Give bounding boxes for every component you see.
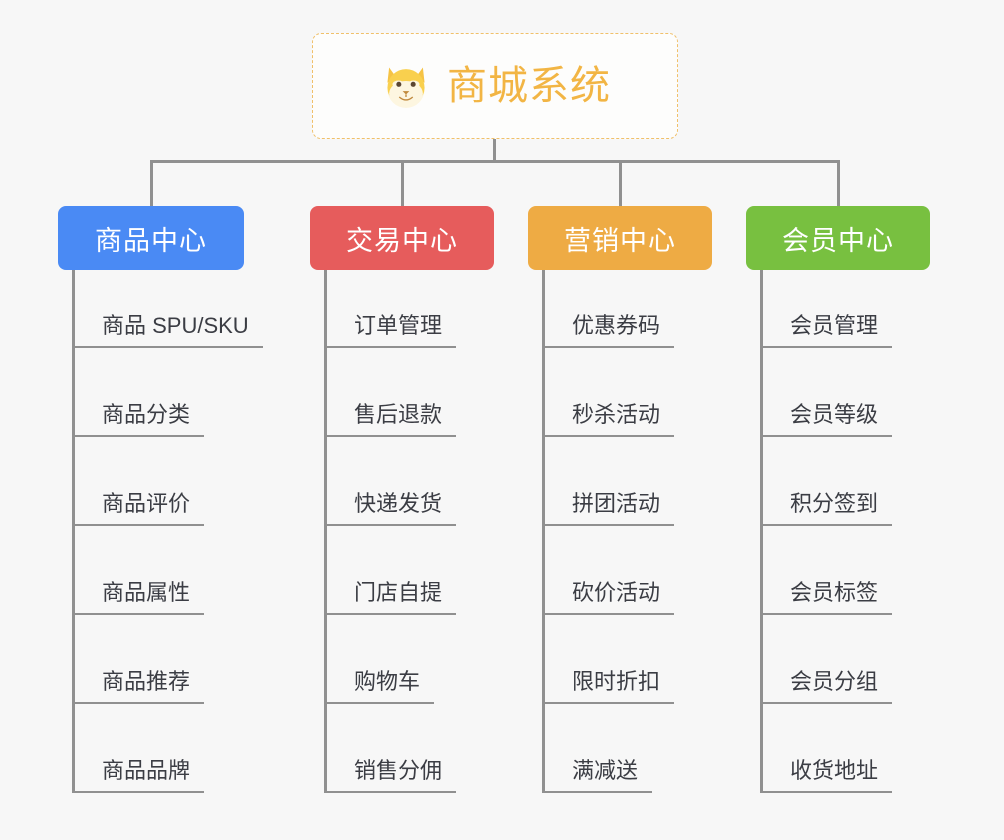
leaf-item-label: 订单管理 (324, 315, 457, 348)
leaf-item[interactable]: 会员管理 (760, 315, 893, 348)
leaf-item-label: 满减送 (542, 760, 653, 793)
category-header-label: 营销中心 (564, 225, 676, 256)
leaf-item-label: 商品推荐 (72, 671, 205, 704)
leaf-item[interactable]: 限时折扣 (542, 671, 675, 704)
leaf-item[interactable]: 商品评价 (72, 493, 205, 526)
leaf-item[interactable]: 销售分佣 (324, 760, 457, 793)
leaf-item-label: 快递发货 (324, 493, 457, 526)
leaf-item-label: 购物车 (324, 671, 435, 704)
leaf-item-label: 门店自提 (324, 582, 457, 615)
leaf-item[interactable]: 商品分类 (72, 404, 205, 437)
category-trunk-0 (72, 270, 75, 793)
leaf-item[interactable]: 售后退款 (324, 404, 457, 437)
leaf-item-label: 会员分组 (760, 671, 893, 704)
dog-face-icon (387, 67, 425, 108)
connector-drop-3 (837, 160, 840, 206)
leaf-item[interactable]: 商品 SPU/SKU (72, 315, 263, 348)
leaf-item[interactable]: 积分签到 (760, 493, 893, 526)
leaf-item-label: 会员管理 (760, 315, 893, 348)
category-header-label: 商品中心 (95, 225, 207, 256)
category-trunk-1 (324, 270, 327, 793)
leaf-item[interactable]: 门店自提 (324, 582, 457, 615)
category-header-1[interactable]: 交易中心 (310, 206, 494, 270)
leaf-item-label: 售后退款 (324, 404, 457, 437)
leaf-item-label: 拼团活动 (542, 493, 675, 526)
leaf-item-label: 商品属性 (72, 582, 205, 615)
category-header-label: 会员中心 (782, 225, 894, 256)
category-trunk-3 (760, 270, 763, 793)
leaf-item-label: 会员等级 (760, 404, 893, 437)
category-header-label: 交易中心 (346, 225, 458, 256)
leaf-item[interactable]: 商品品牌 (72, 760, 205, 793)
leaf-item[interactable]: 优惠券码 (542, 315, 675, 348)
leaf-item[interactable]: 拼团活动 (542, 493, 675, 526)
leaf-item-label: 优惠券码 (542, 315, 675, 348)
category-header-3[interactable]: 会员中心 (746, 206, 930, 270)
connector-horizontal-bus (150, 160, 839, 163)
leaf-item-label: 商品品牌 (72, 760, 205, 793)
leaf-item-label: 商品 SPU/SKU (72, 315, 263, 348)
leaf-item-label: 积分签到 (760, 493, 893, 526)
leaf-item[interactable]: 满减送 (542, 760, 653, 793)
connector-drop-1 (401, 160, 404, 206)
root-node[interactable]: 商城系统 (312, 33, 678, 139)
leaf-item-label: 商品分类 (72, 404, 205, 437)
leaf-item[interactable]: 商品推荐 (72, 671, 205, 704)
leaf-item-label: 砍价活动 (542, 582, 675, 615)
leaf-item-label: 收货地址 (760, 760, 893, 793)
connector-drop-0 (150, 160, 153, 206)
leaf-item-label: 秒杀活动 (542, 404, 675, 437)
leaf-item[interactable]: 收货地址 (760, 760, 893, 793)
connector-root-stem (493, 139, 496, 163)
root-title: 商城系统 (447, 64, 611, 108)
leaf-item[interactable]: 会员等级 (760, 404, 893, 437)
category-header-0[interactable]: 商品中心 (58, 206, 244, 270)
leaf-item-label: 会员标签 (760, 582, 893, 615)
leaf-item[interactable]: 商品属性 (72, 582, 205, 615)
leaf-item-label: 销售分佣 (324, 760, 457, 793)
category-header-2[interactable]: 营销中心 (528, 206, 712, 270)
leaf-item[interactable]: 会员标签 (760, 582, 893, 615)
category-trunk-2 (542, 270, 545, 793)
leaf-item[interactable]: 会员分组 (760, 671, 893, 704)
leaf-item[interactable]: 订单管理 (324, 315, 457, 348)
connector-drop-2 (619, 160, 622, 206)
leaf-item-label: 限时折扣 (542, 671, 675, 704)
leaf-item[interactable]: 秒杀活动 (542, 404, 675, 437)
leaf-item[interactable]: 购物车 (324, 671, 435, 704)
leaf-item[interactable]: 快递发货 (324, 493, 457, 526)
leaf-item[interactable]: 砍价活动 (542, 582, 675, 615)
leaf-item-label: 商品评价 (72, 493, 205, 526)
